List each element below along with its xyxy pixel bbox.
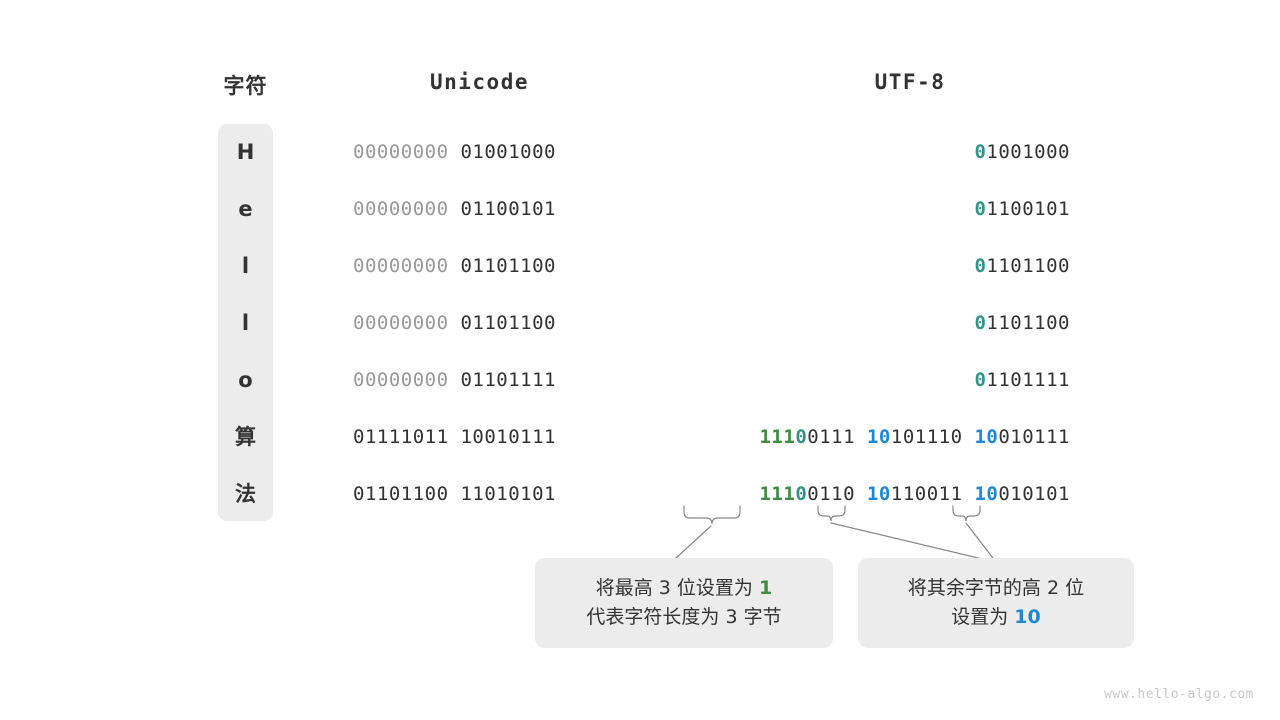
unicode-high-byte: 01101100 (353, 483, 449, 505)
utf8-bit-segment: 0 (974, 198, 987, 220)
unicode-cell: 00000000 01100101 (353, 181, 606, 238)
byte-separator (449, 483, 461, 505)
utf8-bit-segment: 0 (974, 255, 987, 277)
utf8-cell: 01101100 (620, 295, 1070, 352)
utf8-bit-segment: 0 (974, 369, 987, 391)
utf8-bit-segment (963, 426, 975, 448)
callout-continuation-bits: 将其余字节的高 2 位 设置为 10 (858, 558, 1134, 648)
utf8-bit-segment: 1100101 (986, 198, 1070, 220)
utf8-bit-segment: 101110 (890, 426, 963, 448)
utf8-cell: 11100111 10101110 10010111 (620, 409, 1070, 466)
unicode-cell: 01101100 11010101 (353, 466, 606, 523)
byte-separator (449, 369, 461, 391)
utf8-bit-segment (855, 426, 867, 448)
unicode-cell: 00000000 01101111 (353, 352, 606, 409)
utf8-bit-segment: 0111 (807, 426, 856, 448)
utf8-bit-segment: 0 (795, 483, 808, 505)
utf8-bit-segment: 0110 (807, 483, 856, 505)
utf8-bit-segment: 110011 (890, 483, 963, 505)
utf8-bit-segment: 0 (974, 312, 987, 334)
utf8-bit-segment: 1101100 (986, 312, 1070, 334)
byte-separator (449, 141, 461, 163)
byte-separator (449, 255, 461, 277)
utf8-bit-segment (963, 483, 975, 505)
utf8-bit-segment: 1101100 (986, 255, 1070, 277)
utf8-bit-segment: 10 (866, 483, 891, 505)
character-cell: 算 (235, 425, 256, 449)
watermark: www.hello-algo.com (1104, 687, 1254, 702)
column-header-character: 字符 (223, 74, 268, 98)
callout-2-highlight: 10 (1014, 606, 1041, 628)
callout-2-line-1: 将其余字节的高 2 位 (907, 576, 1085, 599)
utf8-bit-segment: 10 (866, 426, 891, 448)
utf8-bit-segment: 0 (795, 426, 808, 448)
unicode-high-byte: 00000000 (353, 141, 449, 163)
column-header-unicode: Unicode (429, 70, 529, 94)
unicode-low-byte: 11010101 (460, 483, 556, 505)
character-cell: 法 (235, 482, 256, 506)
utf8-bit-segment: 111 (759, 483, 796, 505)
unicode-low-byte: 01101111 (460, 369, 556, 391)
utf8-bit-segment: 111 (759, 426, 796, 448)
character-cell: l (241, 311, 250, 335)
callout-1-line-2: 代表字符长度为 3 字节 (586, 606, 782, 628)
unicode-low-byte: 01101100 (460, 312, 556, 334)
utf8-cell: 01101100 (620, 238, 1070, 295)
utf8-cell: 11100110 10110011 10010101 (620, 466, 1070, 523)
column-header-utf8: UTF-8 (874, 70, 946, 94)
unicode-cell: 01111011 10010111 (353, 409, 606, 466)
unicode-high-byte: 00000000 (353, 312, 449, 334)
callout-1-highlight: 1 (758, 576, 773, 599)
unicode-high-byte: 01111011 (353, 426, 449, 448)
utf8-bit-segment (855, 483, 867, 505)
unicode-cell: 00000000 01101100 (353, 238, 606, 295)
unicode-cell: 00000000 01001000 (353, 124, 606, 181)
utf8-bit-segment: 10 (974, 426, 999, 448)
utf8-cell: 01100101 (620, 181, 1070, 238)
unicode-high-byte: 00000000 (353, 369, 449, 391)
unicode-cell: 00000000 01101100 (353, 295, 606, 352)
callout-1-line-1: 将最高 3 位设置为 1 (596, 574, 772, 603)
callout-2-line-2: 设置为 10 (951, 603, 1041, 632)
character-cell: e (238, 197, 253, 221)
character-cell: l (241, 254, 250, 278)
utf8-bit-segment: 1101111 (986, 369, 1070, 391)
character-cell: o (238, 368, 253, 392)
character-cell: H (236, 140, 255, 164)
unicode-low-byte: 10010111 (460, 426, 556, 448)
unicode-low-byte: 01101100 (460, 255, 556, 277)
callout-1-line-1-text: 将最高 3 位设置为 (595, 576, 759, 599)
unicode-high-byte: 00000000 (353, 198, 449, 220)
byte-separator (449, 312, 461, 334)
byte-separator (449, 198, 461, 220)
unicode-high-byte: 00000000 (353, 255, 449, 277)
callout-leading-bits: 将最高 3 位设置为 1 代表字符长度为 3 字节 (535, 558, 833, 648)
utf8-bit-segment: 1001000 (986, 141, 1070, 163)
utf8-bit-segment: 0 (974, 141, 987, 163)
character-column-panel (218, 124, 273, 521)
unicode-low-byte: 01100101 (460, 198, 556, 220)
unicode-low-byte: 01001000 (460, 141, 556, 163)
utf8-cell: 01001000 (620, 124, 1070, 181)
utf8-bit-segment: 10 (974, 483, 999, 505)
byte-separator (449, 426, 461, 448)
utf8-cell: 01101111 (620, 352, 1070, 409)
callout-2-line-2-text: 设置为 (951, 606, 1015, 628)
utf8-bit-segment: 010101 (998, 483, 1070, 505)
utf8-bit-segment: 010111 (998, 426, 1070, 448)
